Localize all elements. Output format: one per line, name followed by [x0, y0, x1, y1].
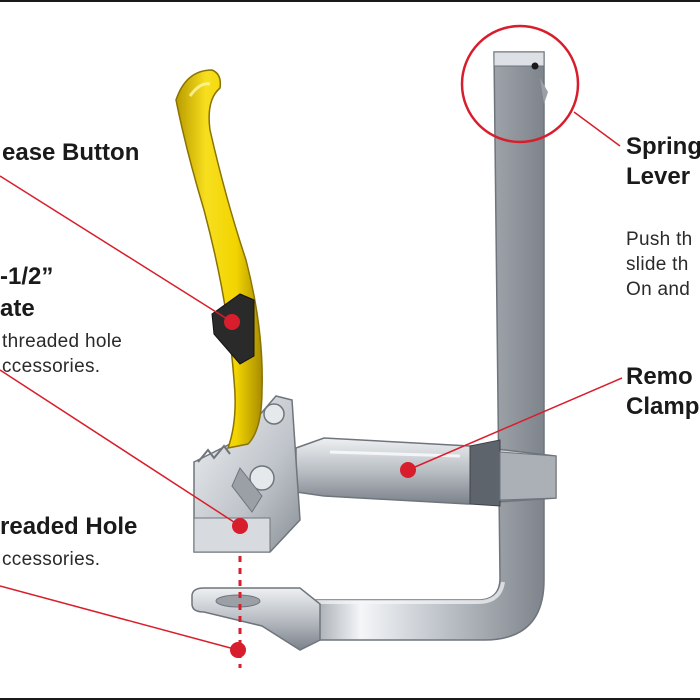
label-spring-title-1: Spring: [626, 133, 700, 160]
marker-release-button: [224, 314, 240, 330]
label-plate-title-1: -1/2”: [0, 263, 54, 290]
label-threaded-hole-desc: ccessories.: [2, 549, 101, 570]
label-spring-desc-3: On and: [626, 279, 691, 300]
spring-lever-highlight-circle: [460, 24, 580, 144]
label-spring-desc-1: Push th: [626, 229, 693, 250]
sliding-arm: [295, 437, 557, 507]
label-spring-desc-2: slide th: [626, 254, 689, 275]
label-threaded-hole-title: readed Hole: [0, 513, 138, 540]
lower-jaw: [191, 587, 321, 651]
label-plate-title-2: ate: [0, 295, 35, 322]
label-removable-title-2: Clamp: [626, 393, 700, 420]
clamp-bar: [299, 51, 548, 641]
label-plate-desc-2: ccessories.: [2, 356, 101, 377]
label-release-button: ease Button: [2, 139, 140, 166]
label-plate-desc-1: threaded hole: [2, 331, 123, 352]
marker-dots: [224, 314, 416, 658]
bar-end-hole: [531, 62, 539, 70]
yellow-handle: [175, 69, 263, 463]
marker-threaded-hole: [230, 642, 246, 658]
marker-plate: [232, 518, 248, 534]
leader-lines: [0, 111, 623, 651]
label-removable-title-1: Remo: [626, 363, 693, 390]
label-spring-title-2: Lever: [626, 163, 691, 190]
marker-removable-clamp: [400, 462, 416, 478]
